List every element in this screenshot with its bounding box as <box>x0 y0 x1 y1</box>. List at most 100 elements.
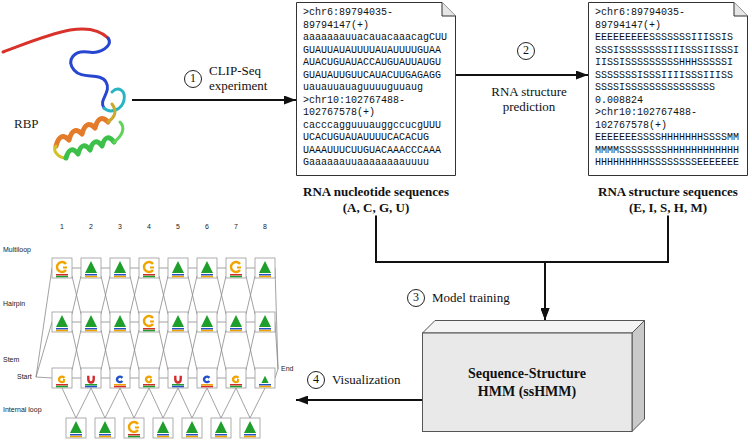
logo-mark <box>146 377 151 382</box>
logo-mark <box>85 328 97 330</box>
logo-mark <box>172 386 184 388</box>
state-transition <box>101 322 110 323</box>
state-box <box>139 258 159 278</box>
protein-helix <box>66 138 114 158</box>
state-box <box>255 258 275 278</box>
state-transition <box>91 388 105 418</box>
state-transition <box>188 322 197 323</box>
state-transition <box>159 330 168 370</box>
state-transition <box>72 268 81 269</box>
state-logo <box>226 312 246 332</box>
state-transition <box>105 388 120 418</box>
state-transition <box>246 330 255 370</box>
state-logo <box>153 418 173 438</box>
state-box <box>197 258 217 278</box>
state-transition <box>72 378 81 379</box>
logo-mark <box>244 434 256 436</box>
state-label: Internal loop <box>3 406 42 414</box>
state-transition <box>72 276 81 314</box>
logo-mark <box>143 328 155 330</box>
state-logo <box>81 258 101 278</box>
logo-mark <box>128 434 140 436</box>
state-logo <box>168 258 188 278</box>
state-logo <box>139 258 159 278</box>
logo-mark <box>259 386 271 388</box>
logo-mark <box>114 330 126 332</box>
protein-loop <box>108 104 115 122</box>
state-transition <box>101 276 110 314</box>
state-box <box>81 368 101 388</box>
logo-mark <box>56 384 68 386</box>
logo-mark <box>259 328 271 330</box>
logo-mark <box>172 315 184 327</box>
state-transition <box>246 322 255 323</box>
state-transition <box>188 378 197 379</box>
logo-mark <box>215 421 227 433</box>
state-box <box>139 312 159 332</box>
state-box <box>124 418 144 438</box>
state-logo <box>52 312 72 332</box>
state-label: Stem <box>3 356 19 364</box>
logo-mark <box>143 384 155 386</box>
state-transition <box>217 330 226 370</box>
state-transition <box>217 330 226 370</box>
logo-mark <box>259 384 271 386</box>
state-transition <box>246 276 255 314</box>
logo-mark <box>85 384 97 386</box>
document-caption: RNA nucleotide sequences (A, C, G, U) <box>299 184 454 216</box>
logo-mark <box>230 384 242 386</box>
state-box <box>197 368 217 388</box>
state-logo <box>255 368 275 388</box>
logo-mark <box>59 377 64 382</box>
state-label: 6 <box>200 223 214 231</box>
state-label: 1 <box>55 223 69 231</box>
state-box <box>211 418 231 438</box>
state-transition <box>246 330 255 370</box>
logo-mark <box>259 315 271 327</box>
box-face: Sequence-Structure HMM (ssHMM) <box>422 333 632 432</box>
logo-mark <box>150 379 152 381</box>
state-box <box>226 258 246 278</box>
state-box <box>110 312 130 332</box>
state-box <box>226 312 246 332</box>
state-transition <box>159 268 168 269</box>
state-label: Multiloop <box>3 246 31 254</box>
state-box <box>168 258 188 278</box>
state-logo <box>197 258 217 278</box>
logo-mark <box>172 274 184 276</box>
state-transition <box>236 388 250 418</box>
logo-mark <box>143 274 155 276</box>
flow-arrow <box>132 99 296 101</box>
state-logo <box>197 368 217 388</box>
state-transition <box>188 330 197 370</box>
hmm-figure: 12345678MultiloopHairpinStemInternal loo… <box>2 220 296 447</box>
state-transition <box>72 276 81 314</box>
state-transition <box>217 268 226 269</box>
logo-mark <box>186 434 198 436</box>
step-label: RNA structure prediction <box>480 84 578 114</box>
logo-mark <box>230 386 242 388</box>
logo-mark <box>99 436 111 438</box>
state-transition <box>217 276 226 314</box>
state-box <box>168 312 188 332</box>
model-box: Sequence-Structure HMM (ssHMM) <box>422 320 645 432</box>
state-label: End <box>281 365 293 373</box>
protein-loop <box>71 38 110 108</box>
logo-mark <box>114 274 126 276</box>
state-logo <box>168 368 188 388</box>
state-transition <box>217 378 226 379</box>
logo-mark <box>56 276 68 278</box>
logo-mark <box>150 267 154 269</box>
state-logo <box>211 418 231 438</box>
state-transition <box>130 268 139 269</box>
state-logo <box>81 312 101 332</box>
logo-mark <box>259 330 271 332</box>
logo-mark <box>85 386 97 388</box>
logo-mark <box>56 386 68 388</box>
state-box <box>110 368 130 388</box>
state-box <box>255 368 275 388</box>
flow-arrow <box>456 74 588 76</box>
logo-mark <box>56 315 68 327</box>
callout-number: 1 <box>184 70 202 88</box>
state-label: Hairpin <box>3 300 25 308</box>
